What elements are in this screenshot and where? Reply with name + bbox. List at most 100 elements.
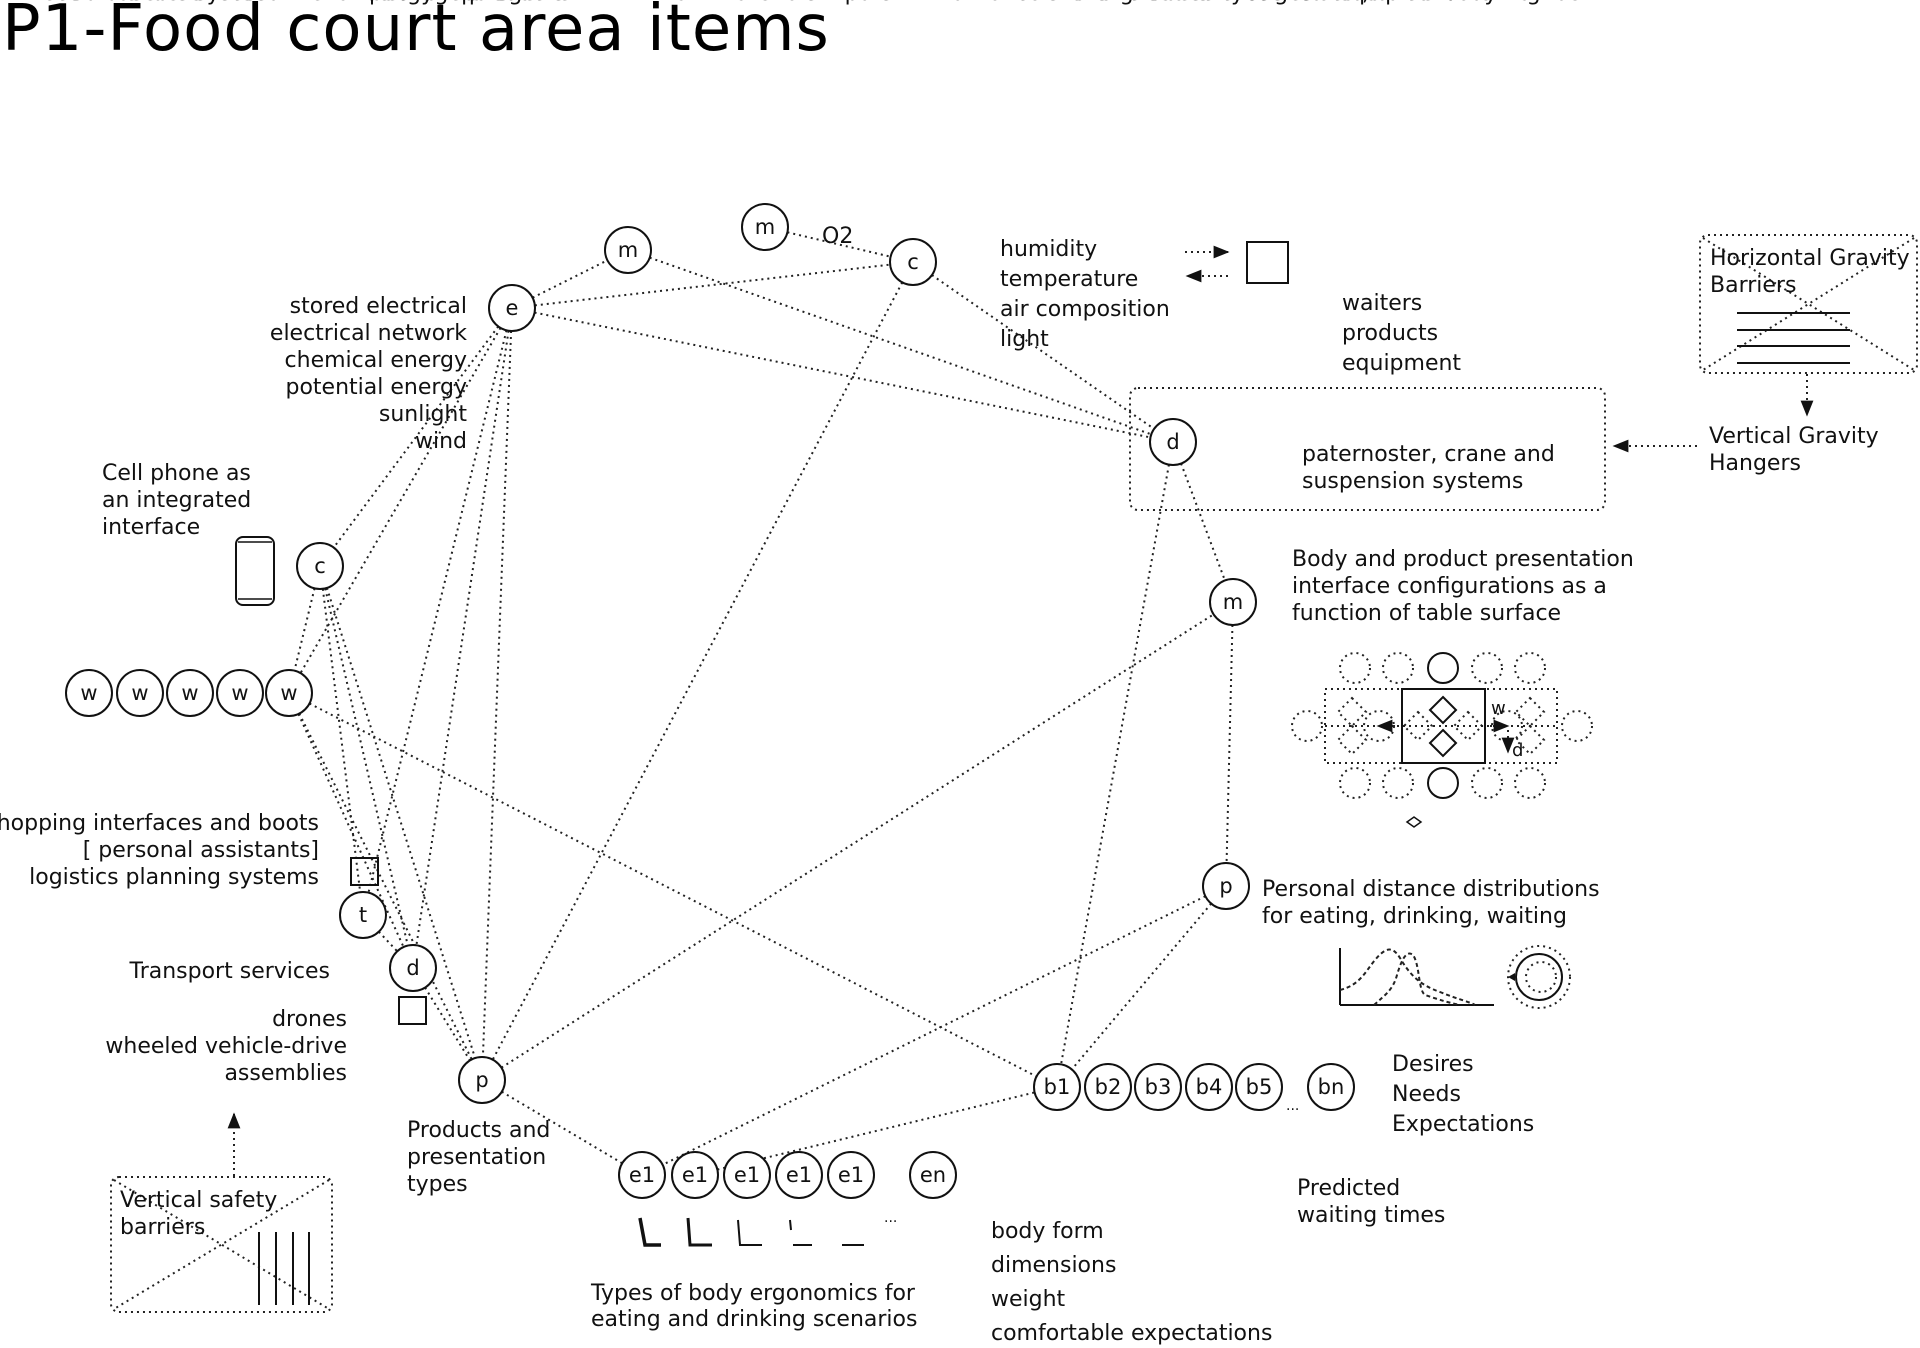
edge-d_dynamic-m_body	[1180, 463, 1226, 581]
ellipsis: ...	[884, 1210, 897, 1226]
edge-m_body-p_personal	[1225, 624, 1234, 864]
node-label: m	[755, 215, 775, 239]
body-product-label: function of table surface	[1292, 601, 1561, 626]
ac-items: waiters	[1342, 291, 1422, 316]
node-c_climate[interactable]: c	[889, 238, 937, 286]
node-label: w	[231, 681, 248, 705]
waiting-tubes-label: Waiting tubes	[1051, 0, 1202, 6]
node-t_logistics[interactable]: t	[339, 891, 387, 939]
logistics-square-icon	[350, 857, 379, 886]
node-label: e1	[786, 1163, 812, 1187]
vertical-gravity-label: Hangers	[1709, 451, 1801, 476]
edge-e_energy-m_maintenance	[532, 259, 608, 299]
edge-e1b-b1	[717, 1091, 1035, 1171]
cell-phone-label: Cell phone as	[102, 461, 251, 486]
node-e1a[interactable]: e1	[618, 1151, 666, 1199]
node-label: e1	[629, 1163, 655, 1187]
node-label: b2	[1095, 1075, 1122, 1099]
node-b1[interactable]: b1	[1033, 1063, 1081, 1111]
node-bn[interactable]: bn	[1307, 1063, 1355, 1111]
slot-label: s4	[1198, 0, 1223, 6]
node-b3[interactable]: b3	[1134, 1063, 1182, 1111]
node-label: b5	[1246, 1075, 1273, 1099]
package-products-label: package products	[369, 0, 565, 6]
node-b4[interactable]: b4	[1185, 1063, 1233, 1111]
products-types-label: Products and	[407, 1118, 550, 1143]
ergonomics-label: eating and drinking scenarios	[591, 1307, 917, 1332]
body-form-items: comfortable expectations	[991, 1321, 1272, 1346]
edge-e_energy-t_logistics	[367, 330, 508, 893]
climate-items: light	[1000, 327, 1049, 352]
node-m_body[interactable]: m	[1209, 578, 1257, 626]
ellipsis: ...	[1286, 1098, 1299, 1114]
ergonomic-shapes: ...	[638, 1210, 897, 1247]
products-types-label: presentation	[407, 1145, 546, 1170]
node-e_energy[interactable]: e	[488, 284, 536, 332]
node-label: b4	[1196, 1075, 1223, 1099]
climate-items: humidity	[1000, 237, 1097, 262]
node-p_products[interactable]: p	[458, 1056, 506, 1104]
slot-label: s2	[1097, 0, 1122, 6]
edge-p_personal-e1a	[662, 895, 1206, 1166]
node-label: e1	[682, 1163, 708, 1187]
node-label: w	[80, 681, 97, 705]
node-label: e1	[734, 1163, 760, 1187]
node-e1c[interactable]: e1	[723, 1151, 771, 1199]
dynamical-items: suspension systems	[1302, 469, 1523, 494]
node-label: m	[618, 238, 638, 262]
node-w4[interactable]: w	[216, 669, 264, 717]
edge-w5-p_products	[298, 713, 473, 1060]
node-m_raw[interactable]: m	[741, 203, 789, 251]
edge-e_energy-d_dynamic	[534, 311, 1151, 439]
node-label: d	[406, 956, 419, 980]
table-configuration-diagram	[1291, 652, 1593, 828]
node-c_phone[interactable]: c	[296, 542, 344, 590]
node-w2[interactable]: w	[116, 669, 164, 717]
edges-layer	[293, 231, 1234, 1171]
raw-materials-label: Raw materials inputs	[661, 0, 893, 6]
vertical-safety-label: Vertical safety	[120, 1188, 277, 1213]
table-caption-left: w, d	[1344, 0, 1390, 6]
climate-items: air composition	[1000, 297, 1170, 322]
energy-label: Energy inputs	[357, 0, 509, 6]
page-title: P1-Food court area items	[2, 0, 830, 66]
desires-label: Expectations	[1392, 1112, 1534, 1137]
node-label: en	[920, 1163, 946, 1187]
cell-phone-label: interface	[102, 515, 200, 540]
desires-label: Desires	[1392, 1052, 1474, 1077]
node-d_transport[interactable]: d	[389, 944, 437, 992]
energy-items: chemical energy	[285, 348, 467, 373]
personal-distance-chart	[1339, 945, 1571, 1009]
energy-items: electrical network	[270, 321, 467, 346]
node-en[interactable]: en	[909, 1151, 957, 1199]
node-e1e[interactable]: e1	[827, 1151, 875, 1199]
node-label: b1	[1044, 1075, 1071, 1099]
edge-t_logistics-d_transport	[378, 931, 398, 952]
node-label: w	[280, 681, 297, 705]
node-e1b[interactable]: e1	[671, 1151, 719, 1199]
node-label: w	[131, 681, 148, 705]
node-w1[interactable]: w	[65, 669, 113, 717]
body-form-items: weight	[991, 1287, 1066, 1312]
node-w3[interactable]: w	[166, 669, 214, 717]
o2-label: O2	[822, 224, 853, 249]
node-e1d[interactable]: e1	[775, 1151, 823, 1199]
dynamical-label: Dynamical equipment	[1214, 0, 1457, 6]
transport-items: assemblies	[224, 1061, 347, 1086]
node-m_maintenance[interactable]: m	[604, 226, 652, 274]
dynamical-equipment-box	[1129, 387, 1606, 511]
pointer-icon	[1508, 973, 1515, 981]
node-p_personal[interactable]: p	[1202, 862, 1250, 910]
air-conditioning-unit-icon	[1246, 241, 1289, 284]
edge-p_products-m_body	[500, 613, 1215, 1069]
node-w5[interactable]: w	[265, 669, 313, 717]
node-b5[interactable]: b5	[1235, 1063, 1283, 1111]
node-b2[interactable]: b2	[1084, 1063, 1132, 1111]
node-d_dynamic[interactable]: d	[1149, 418, 1197, 466]
edge-e_energy-w5	[299, 327, 502, 674]
edge-c_phone-d_transport	[324, 588, 409, 946]
transport-label: Transport services	[129, 959, 331, 984]
ac-items: equipment	[1342, 351, 1461, 376]
cell-phone-label: an integrated	[102, 488, 251, 513]
